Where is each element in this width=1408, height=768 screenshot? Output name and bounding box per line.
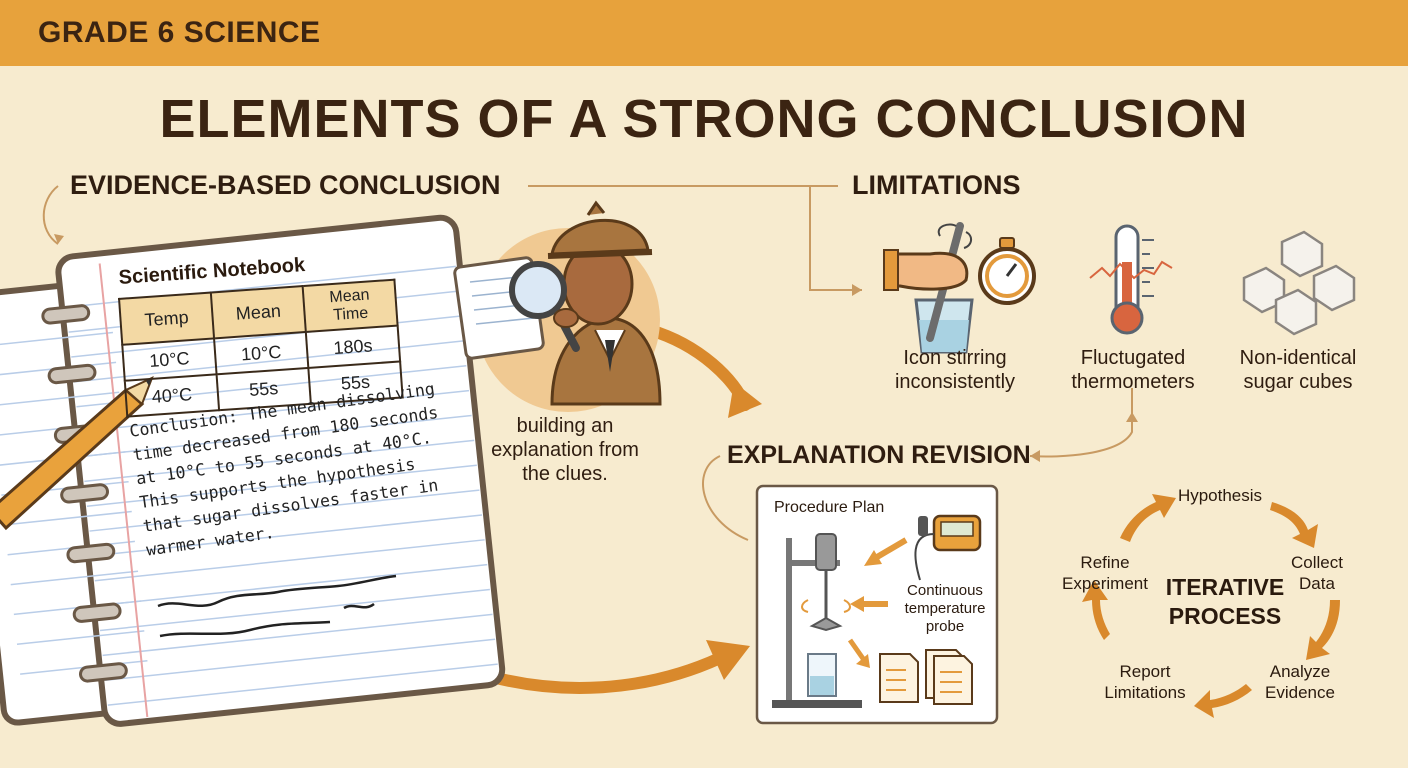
arrow-detective-to-revision-head [728,382,762,418]
table-header-cell: Mean Time [302,279,398,332]
probe-line: temperature [904,600,986,617]
grade-label: GRADE 6 SCIENCE [38,16,321,49]
caption-line: thermometers [1071,371,1195,393]
table-header-cell: Mean [210,286,306,339]
limitation-stirring-caption: Icon stirring inconsistently [875,346,1035,394]
caption-line: explanation from [491,439,639,461]
connector-arrowhead-thermometer [1126,412,1138,422]
connector-arrowhead-revision [1030,450,1040,462]
probe-label: Continuous temperature probe [890,582,1000,636]
arrow-detective-to-revision [644,324,751,411]
detective-illustration [453,200,662,412]
connector-arrowhead-limitations [852,284,862,296]
cycle-arrows [1082,494,1340,718]
cycle-collect-data: Collect Data [1272,552,1362,594]
caption-line: the clues. [522,463,608,485]
revision-heading: EXPLANATION REVISION [727,441,1031,469]
probe-line: probe [925,618,965,635]
pencil-icon [0,376,154,531]
cycle-report-limitations: Report Limitations [1080,661,1210,703]
arrow-notebook-to-procedure [462,652,726,694]
arrow-notebook-to-procedure-head [706,640,750,680]
thermometer-icon [1089,224,1173,335]
caption-line: Icon stirring [903,347,1007,369]
cycle-center-label: ITERATIVE PROCESS [1150,573,1300,631]
cycle-center-line: PROCESS [1168,603,1282,629]
cycle-line: Refine [1080,553,1130,572]
cycle-refine-experiment: Refine Experiment [1040,552,1170,594]
sugar-cubes-icon [1242,230,1356,336]
connector-arrowhead-notebook [54,234,64,244]
cycle-line: Collect [1291,553,1343,572]
cycle-line: Experiment [1062,574,1148,593]
cycle-line: Evidence [1265,683,1335,702]
caption-line: Fluctugated [1080,347,1186,369]
limitation-sugar-caption: Non-identical sugar cubes [1218,346,1378,394]
notebook-illustration [0,214,506,727]
probe-line: Continuous [907,582,983,599]
scribble-lines [157,574,397,638]
caption-line: Non-identical [1239,347,1357,369]
caption-line: sugar cubes [1243,371,1353,393]
procedure-plan-box [755,484,999,725]
top-banner [0,0,1408,66]
evidence-heading: EVIDENCE-BASED CONCLUSION [70,170,501,200]
procedure-plan-title: Procedure Plan [774,499,885,516]
cycle-hypothesis: Hypothesis [1177,486,1263,505]
limitations-heading: LIMITATIONS [852,170,1021,200]
table-header-cell: Temp [119,292,215,345]
limitation-thermometer-caption: Fluctugated thermometers [1058,346,1208,394]
page-title: ELEMENTS OF A STRONG CONCLUSION [159,89,1249,149]
cycle-line: Analyze [1269,662,1331,681]
detective-caption: building an explanation from the clues. [470,414,660,486]
cycle-line: Limitations [1104,683,1186,702]
cycle-line: Data [1299,574,1335,593]
connector-lines [42,185,1133,541]
caption-line: building an [516,415,614,437]
cycle-analyze-evidence: Analyze Evidence [1245,661,1355,703]
cycle-center-line: ITERATIVE [1165,574,1285,600]
stirring-stopwatch-icon [883,222,1036,354]
caption-line: inconsistently [894,371,1016,393]
cycle-line: Report [1119,662,1171,681]
